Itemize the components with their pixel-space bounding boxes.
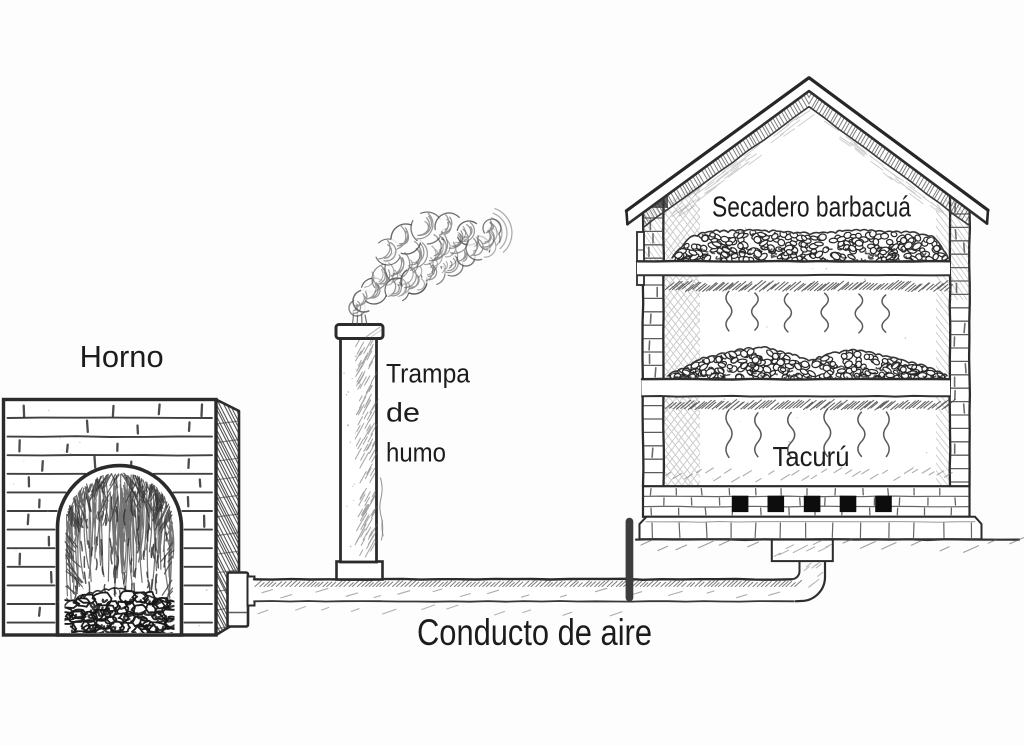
svg-text:Trampa: Trampa: [386, 358, 471, 388]
svg-text:Horno: Horno: [80, 339, 164, 374]
svg-text:humo: humo: [386, 438, 446, 468]
svg-text:Secadero barbacuá: Secadero barbacuá: [712, 191, 912, 223]
svg-text:Tacurú: Tacurú: [773, 441, 850, 472]
svg-text:Conducto de aire: Conducto de aire: [417, 612, 652, 653]
svg-text:de: de: [386, 398, 420, 428]
